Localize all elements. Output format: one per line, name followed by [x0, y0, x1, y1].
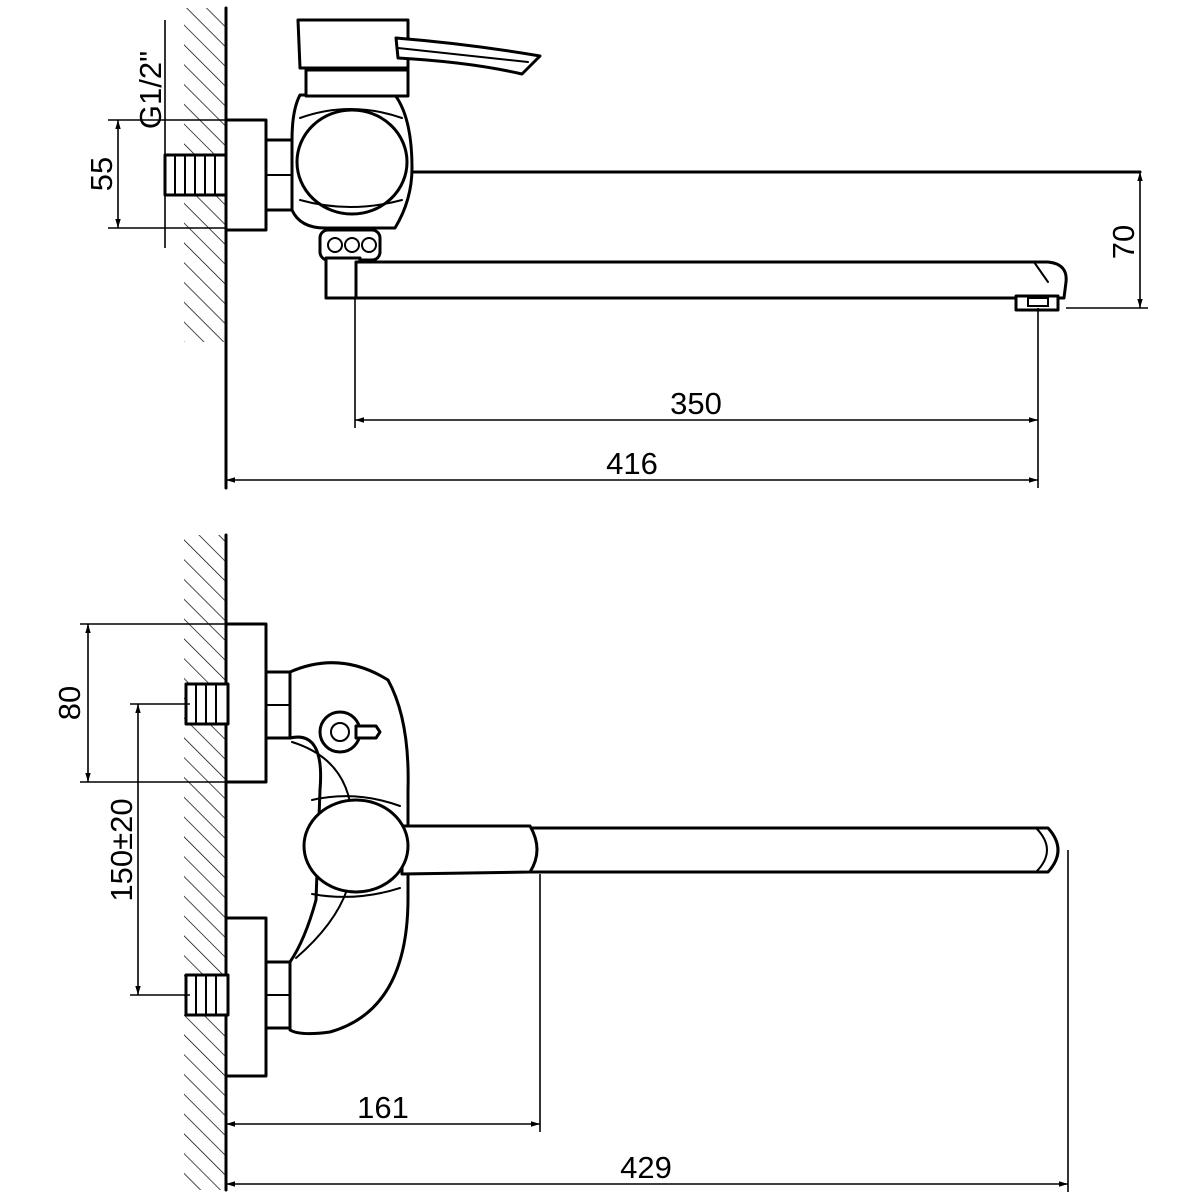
side-diverter-knob [318, 228, 382, 262]
dim-handle-offset: 161 [226, 874, 541, 1132]
dim-80-label: 80 [52, 686, 87, 720]
side-lever-handle [296, 18, 542, 76]
dim-spout-reach: 350 [354, 298, 1039, 488]
side-view: G1/2" 55 70 350 416 [84, 6, 1148, 490]
thread-label: G1/2" [133, 51, 168, 129]
side-wall-flange [224, 118, 268, 232]
dim-inlet-spacing: 150±20 [104, 703, 190, 996]
top-spout [400, 826, 1060, 874]
side-threaded-pipe [163, 153, 229, 197]
dim-161-label: 161 [357, 1090, 409, 1125]
top-lower-inlet [184, 916, 292, 1078]
dim-total-length-side: 416 [226, 446, 1038, 483]
dim-connection-height: 55 [84, 119, 226, 229]
dim-70-label: 70 [1106, 225, 1141, 259]
side-cartridge-cap [304, 68, 410, 98]
dim-150-label: 150±20 [104, 798, 139, 901]
dim-350-label: 350 [670, 386, 722, 421]
top-diverter [318, 710, 382, 754]
dim-429-label: 429 [620, 1150, 672, 1185]
top-view: 80 150±20 161 429 [52, 533, 1069, 1192]
dim-spout-height: 70 [1066, 172, 1148, 309]
side-aerator [1014, 294, 1060, 312]
side-wall [184, 6, 228, 490]
dim-416-label: 416 [606, 446, 658, 481]
top-lever-handle [302, 795, 539, 898]
side-mixer-body [290, 93, 414, 230]
dim-55-label: 55 [84, 157, 119, 191]
side-spout [354, 260, 1068, 300]
side-spout-swivel [324, 256, 362, 300]
dim-body-width: 80 [52, 623, 226, 783]
top-wall [184, 533, 228, 1192]
dim-total-length-top: 429 [226, 850, 1069, 1192]
dim-thread: G1/2" [133, 20, 168, 248]
